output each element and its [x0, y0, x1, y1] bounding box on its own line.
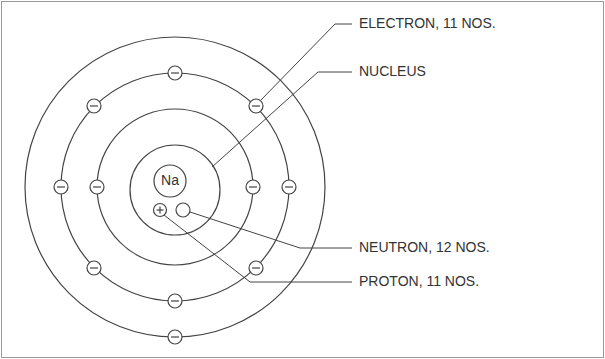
electron-symbol	[87, 99, 101, 113]
middle-shell	[61, 73, 289, 301]
leader-line	[190, 212, 352, 248]
electron-symbols	[54, 66, 296, 344]
leader-line	[261, 24, 352, 100]
leader-line	[164, 215, 352, 282]
callout-label: PROTON, 11 NOS.	[358, 274, 480, 289]
element-circle: Na	[153, 164, 187, 198]
nucleus-ring	[130, 145, 220, 235]
proton-symbol	[154, 204, 167, 217]
electron-symbol	[249, 99, 263, 113]
inner-shell	[97, 109, 253, 265]
electron-symbol	[168, 330, 182, 344]
callout-label: ELECTRON, 11 NOS.	[358, 16, 497, 31]
electron-symbol	[168, 294, 182, 308]
outer-shell	[25, 37, 325, 337]
electron-symbol	[90, 180, 104, 194]
electron-symbol	[168, 66, 182, 80]
electron-symbol	[54, 180, 68, 194]
electron-symbol	[249, 261, 263, 275]
callout-label: NUCLEUS	[358, 64, 427, 79]
element-symbol: Na	[161, 173, 179, 188]
electron-symbol	[282, 180, 296, 194]
neutron-symbol	[176, 203, 190, 217]
electron-symbol	[87, 261, 101, 275]
callout-label: NEUTRON, 12 NOS.	[358, 240, 491, 255]
leader-line	[212, 72, 352, 167]
electron-symbol	[246, 180, 260, 194]
